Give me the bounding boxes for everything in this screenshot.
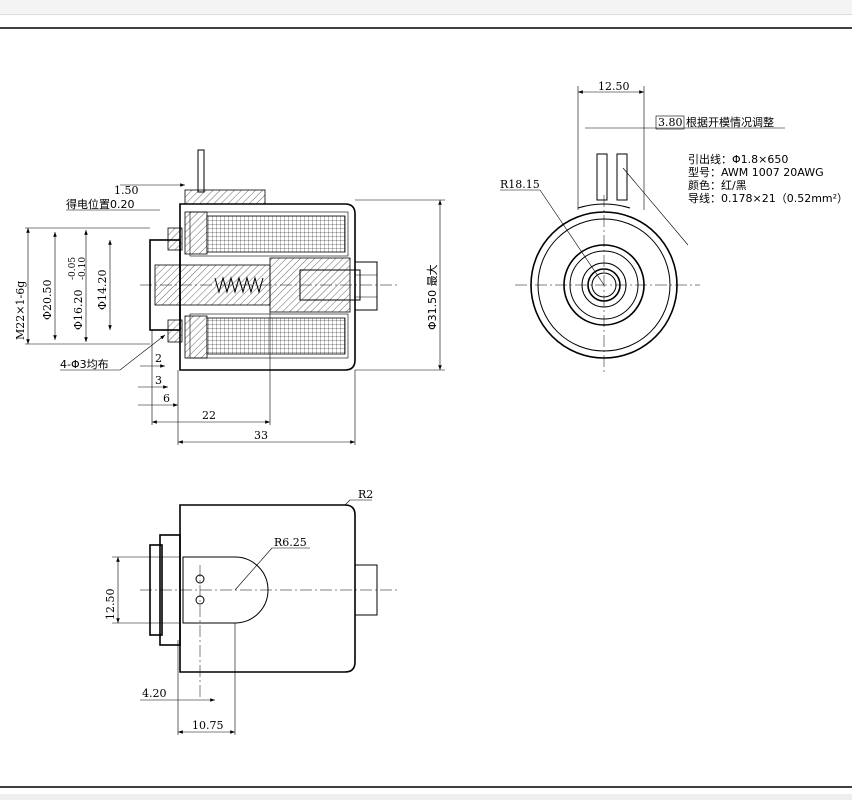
bottom-band [0,794,852,800]
coil-lower [206,317,346,355]
wire-exit-boss [182,556,269,624]
dim-22: 22 [202,409,216,422]
dim-energized: 得电位置0.20 [66,197,135,211]
tol-lower: -0.10 [78,257,88,280]
housing-top [179,504,356,673]
spring [214,276,264,294]
lead-spec-1: 引出线：Φ1.8×650 [688,152,788,166]
holes-note: 4-Φ3均布 [60,358,109,371]
tol-upper: -0.05 [68,257,78,280]
end-view: 12.50 3.80 根据开模情况调整 引出线：Φ1.8×650 型号：AWM … [500,80,848,375]
dim-33: 33 [254,429,268,442]
lead-wire [197,149,205,193]
dim-10: 10.75 [192,719,224,732]
lead-spec-3: 颜色：红/黑 [688,178,747,192]
dim-radius: R18.15 [500,178,540,191]
gap-note: 根据开模情况调整 [686,115,774,129]
section-view: 1.50 得电位置0.20 M22×1-6g Φ20.50 Φ16.20 -0.… [14,149,445,445]
top-view: R2 R6.25 12.50 4.20 10.75 [104,488,400,735]
dim-width: 12.50 [598,80,630,93]
nut [354,261,378,311]
plunger [269,257,351,313]
dim-r2: R2 [358,488,373,501]
dim-r6: R6.25 [274,536,307,549]
wire-black [616,153,628,201]
dim-thread: M22×1-6g [14,281,27,340]
dim-d20: Φ20.50 [41,279,54,320]
lead-spec-4: 导线：0.178×21（0.52mm²） [688,191,848,205]
dim-12: 12.50 [104,589,117,621]
dim-d16: Φ16.20 [72,289,85,330]
dim-gap: 3.80 [658,116,683,129]
wire-red [596,153,608,201]
coil-upper [206,215,346,253]
dim-4: 4.20 [142,687,167,700]
housing [179,203,356,371]
dim-2: 2 [155,352,162,365]
dim-stroke: 1.50 [114,184,139,197]
dim-6: 6 [163,392,170,405]
lead-spec-2: 型号：AWM 1007 20AWG [688,165,824,179]
dim-3: 3 [155,374,162,387]
dim-d14: Φ14.20 [96,269,109,310]
dim-d31: Φ31.50 最大 [425,264,439,330]
top-band [0,0,852,15]
